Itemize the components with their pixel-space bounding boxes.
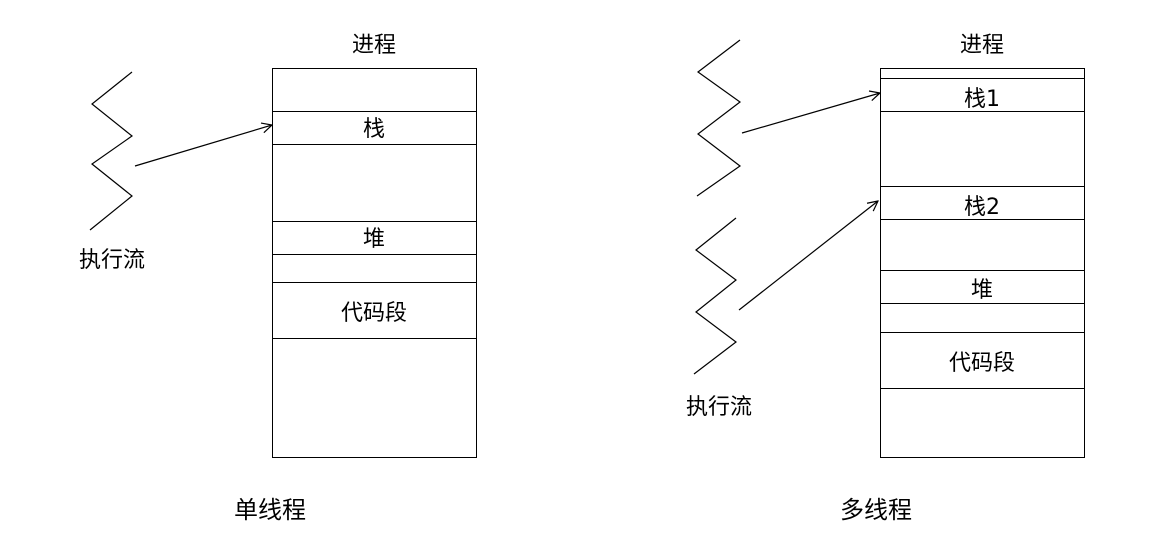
single-process-outline	[272, 68, 477, 458]
single-stack-label: 栈	[363, 117, 385, 142]
multi-process-box: 栈1 栈2 堆 代码段	[880, 68, 1085, 458]
single-thread-label: 执行流	[79, 248, 145, 273]
single-heap-label: 堆	[363, 227, 385, 252]
single-code-label: 代码段	[341, 301, 407, 326]
multi-thread-label: 执行流	[686, 395, 752, 420]
multi-stack1-label: 栈1	[964, 87, 1000, 112]
multi-thread1-zigzag	[696, 39, 742, 197]
multi-thread-diagram: 进程 栈1 栈2 堆 代码段 执行流 多线程	[686, 33, 1085, 524]
multi-code-label: 代码段	[949, 351, 1015, 376]
single-thread-zigzag	[89, 71, 134, 231]
single-process-box: 栈 堆 代码段	[272, 68, 477, 458]
multi-thread2-arrow	[738, 201, 878, 311]
single-caption: 单线程	[234, 496, 306, 524]
multi-thread2-zigzag	[693, 217, 737, 375]
multi-stack2-label: 栈2	[964, 195, 1000, 220]
single-thread-diagram: 进程 栈 堆 代码段 执行流 单线程	[79, 33, 477, 524]
multi-caption: 多线程	[840, 496, 912, 524]
single-thread-arrow	[134, 125, 272, 167]
multi-process-outline	[880, 68, 1085, 458]
multi-thread1-arrow	[741, 93, 880, 134]
multi-process-title: 进程	[960, 33, 1004, 58]
single-process-title: 进程	[352, 33, 396, 58]
multi-heap-label: 堆	[971, 278, 993, 303]
